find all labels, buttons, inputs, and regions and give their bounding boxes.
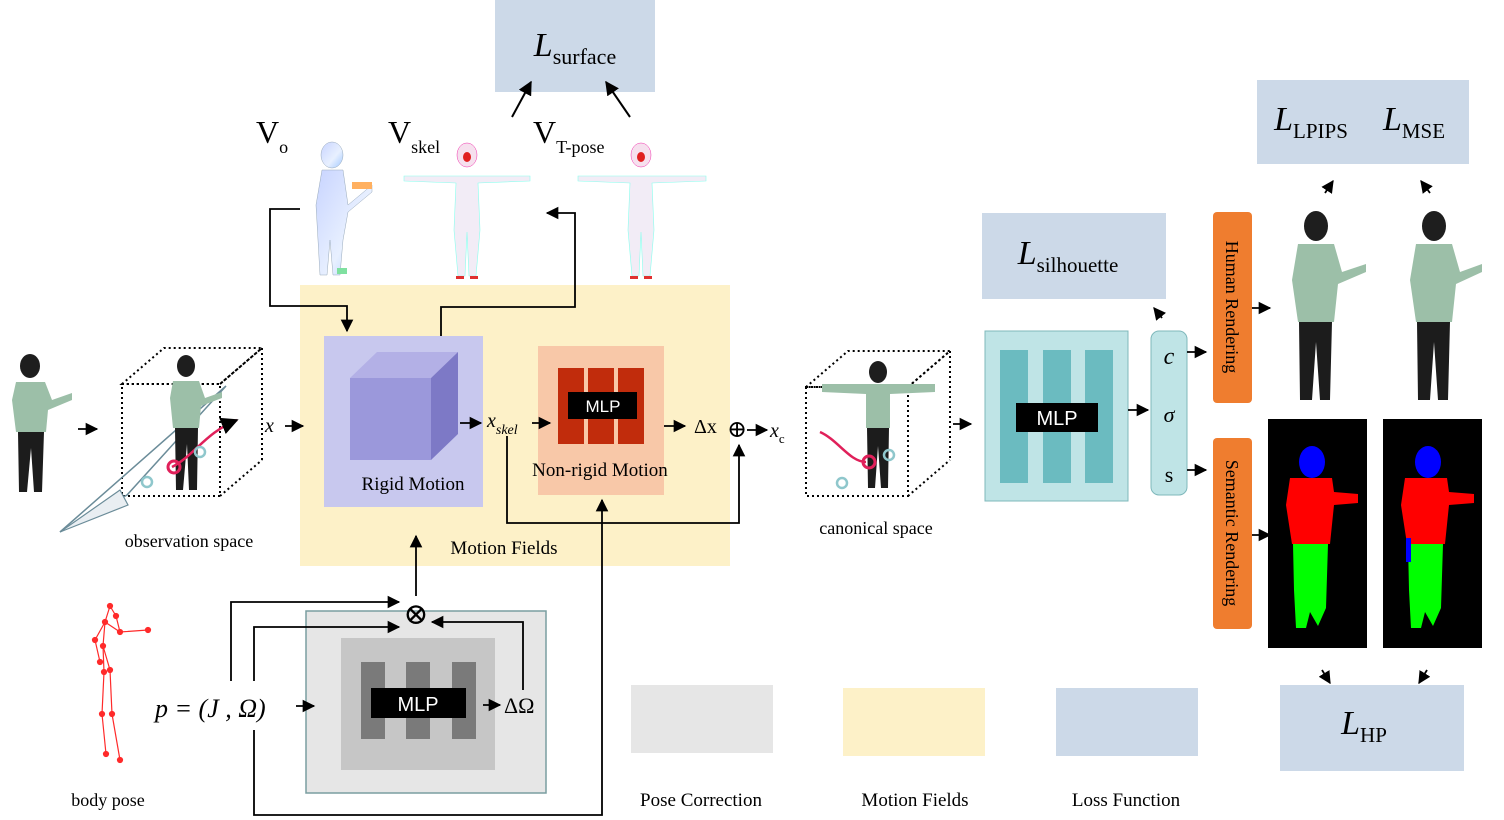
arrow-pose-to-otimes bbox=[230, 595, 401, 681]
loss-hp-box: LHP bbox=[1280, 685, 1464, 771]
segmentation-map-2 bbox=[1383, 419, 1482, 648]
motion-fields-label: Motion Fields bbox=[450, 538, 557, 559]
canonical-space-caption: canonical space bbox=[819, 518, 932, 538]
output-color: c bbox=[1164, 344, 1175, 370]
label-vskel: Vskel bbox=[388, 114, 440, 157]
svg-text:Motion Fields: Motion Fields bbox=[861, 790, 968, 811]
segmentation-map-1 bbox=[1268, 419, 1367, 648]
label-delta-x: Δx bbox=[694, 416, 717, 438]
arrow-pose-to-otimes-2 bbox=[253, 620, 401, 681]
label-xskel: xskel bbox=[486, 410, 518, 438]
otimes-symbol: ⊗ bbox=[403, 598, 428, 631]
loss-surface-sub: surface bbox=[553, 44, 617, 69]
rendered-person-1 bbox=[1292, 211, 1366, 400]
outputs-box bbox=[1150, 330, 1188, 496]
pose-mlp-label: MLP bbox=[397, 694, 438, 716]
body-pose-caption: body pose bbox=[71, 790, 145, 810]
pose-formula: p = (J , Ω) bbox=[153, 694, 266, 723]
canonical-mlp-label: MLP bbox=[1036, 408, 1077, 430]
loss-lpips-sub: LPIPS bbox=[1293, 119, 1348, 143]
arrow-rigid-to-tpose bbox=[440, 206, 576, 336]
output-sigma: σ bbox=[1164, 402, 1176, 427]
mesh-observation-figure bbox=[315, 141, 373, 276]
svg-text:Lsilhouette: Lsilhouette bbox=[1017, 235, 1119, 277]
svg-text:LHP: LHP bbox=[1340, 705, 1387, 747]
rendered-person-2 bbox=[1410, 211, 1482, 400]
loss-lpips-main: L bbox=[1273, 101, 1293, 138]
svg-text:Loss Function: Loss Function bbox=[1072, 790, 1181, 811]
loss-silhouette-main: L bbox=[1017, 235, 1037, 272]
nonrigid-mlp-label: MLP bbox=[586, 397, 621, 416]
human-rendering-box bbox=[1213, 212, 1252, 403]
loss-hp-sub: HP bbox=[1360, 723, 1387, 747]
semantic-rendering-box bbox=[1213, 438, 1252, 629]
arrow-pose-to-nonrigid bbox=[253, 498, 609, 816]
arrow-deltaomega-to-otimes bbox=[430, 615, 524, 690]
arrow-to-lsurface-left bbox=[511, 80, 532, 118]
svg-text:LMSE: LMSE bbox=[1382, 101, 1445, 143]
label-xc: xc bbox=[769, 420, 785, 446]
semantic-rendering-label: Semantic Rendering bbox=[1222, 460, 1242, 606]
loss-lpips-mse-box: LLPIPS LMSE bbox=[1257, 80, 1469, 164]
arrow-vo-to-rigid bbox=[269, 208, 354, 333]
loss-surface-main: L bbox=[533, 27, 553, 64]
arrow-seg2-to-lhp bbox=[1418, 669, 1431, 685]
mesh-skel-figure bbox=[403, 142, 531, 279]
label-x: x bbox=[264, 415, 274, 437]
legend-motion-fields: Motion Fields bbox=[843, 688, 985, 811]
loss-silhouette-sub: silhouette bbox=[1037, 253, 1119, 277]
mesh-tpose-figure bbox=[577, 142, 707, 279]
arrow-seg1-to-lhp bbox=[1318, 669, 1331, 685]
human-rendering-label: Human Rendering bbox=[1222, 241, 1242, 373]
canonical-space-cube bbox=[803, 350, 953, 497]
svg-text:Pose Correction: Pose Correction bbox=[640, 790, 762, 811]
legend-loss-function: Loss Function bbox=[1056, 688, 1198, 811]
pose-mlp-bars bbox=[361, 662, 476, 739]
arrow-to-lsurface-right bbox=[605, 80, 631, 118]
arrow-to-lmse bbox=[1420, 179, 1433, 194]
rigid-cube-icon bbox=[350, 352, 458, 460]
arrow-to-llpips bbox=[1321, 179, 1334, 194]
loss-silhouette-box: Lsilhouette bbox=[982, 213, 1166, 299]
legend-pose-correction: Pose Correction bbox=[631, 685, 773, 811]
loss-mse-main: L bbox=[1382, 101, 1402, 138]
rigid-motion-label: Rigid Motion bbox=[362, 474, 465, 495]
body-pose-skeleton bbox=[91, 602, 152, 764]
svg-text:Lsurface: Lsurface bbox=[533, 27, 616, 69]
label-vo: Vo bbox=[256, 114, 288, 157]
arrow-to-lsilhouette bbox=[1153, 307, 1167, 321]
svg-text:LLPIPS: LLPIPS bbox=[1273, 101, 1348, 143]
observation-space-cube bbox=[59, 347, 265, 533]
arrow-xskel-skip-to-oplus bbox=[506, 436, 746, 524]
loss-mse-sub: MSE bbox=[1402, 119, 1445, 143]
observation-space-caption: observation space bbox=[125, 531, 253, 551]
output-semantic: s bbox=[1165, 462, 1174, 487]
canonical-mlp-bars bbox=[1000, 350, 1113, 483]
loss-surface-box: Lsurface bbox=[495, 0, 655, 92]
nonrigid-mlp-bars bbox=[558, 368, 644, 444]
label-delta-omega: ΔΩ bbox=[504, 693, 535, 718]
nonrigid-motion-label: Non-rigid Motion bbox=[532, 460, 668, 481]
oplus-symbol: ⊕ bbox=[727, 417, 747, 443]
loss-hp-main: L bbox=[1340, 705, 1360, 742]
label-vtpose: VT-pose bbox=[533, 114, 604, 157]
input-person-photo bbox=[12, 354, 72, 492]
